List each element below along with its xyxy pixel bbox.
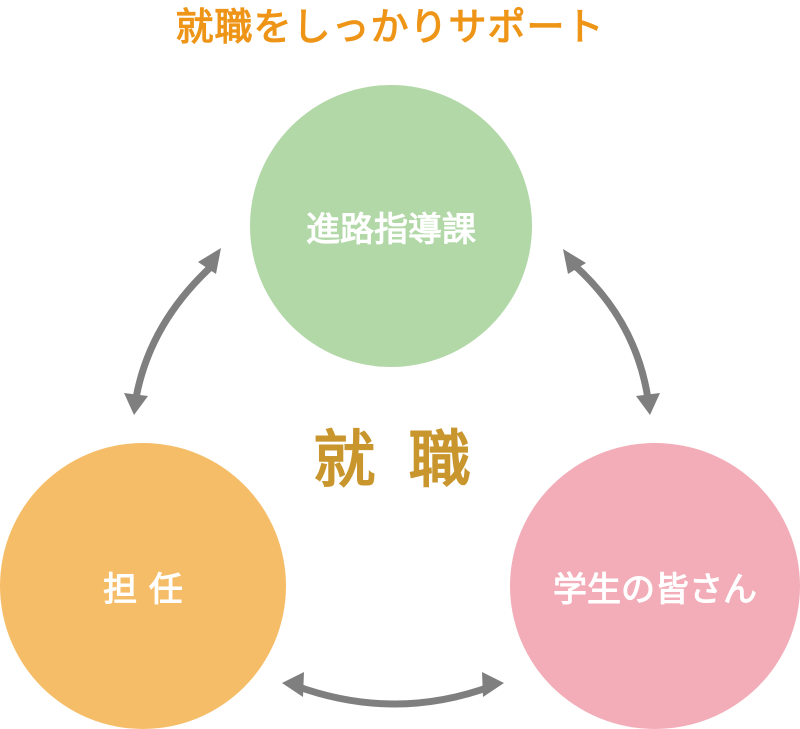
arrow-left-shaft <box>132 260 218 402</box>
double-arrow-icon <box>563 249 586 274</box>
circle-students: 学生の皆さん <box>510 443 800 729</box>
page-title: 就職をしっかりサポート <box>175 5 605 49</box>
double-arrow-icon <box>482 672 504 697</box>
circle-label-students: 学生の皆さん <box>553 569 757 610</box>
arrow-bottom-shaft <box>292 682 496 708</box>
double-arrow-icon <box>124 393 148 415</box>
circle-label-career-guidance-office: 進路指導課 <box>306 209 476 250</box>
double-arrow-icon <box>198 248 221 274</box>
double-arrow-icon <box>282 672 304 697</box>
center-label-employment: 就 職 <box>313 423 477 496</box>
circle-label-homeroom-teacher: 担 任 <box>103 569 183 610</box>
arrow-right-shaft <box>569 260 652 403</box>
circle-career-guidance-office: 進路指導課 <box>250 85 532 367</box>
double-arrow-icon <box>636 393 660 415</box>
circle-homeroom-teacher: 担 任 <box>0 443 286 729</box>
